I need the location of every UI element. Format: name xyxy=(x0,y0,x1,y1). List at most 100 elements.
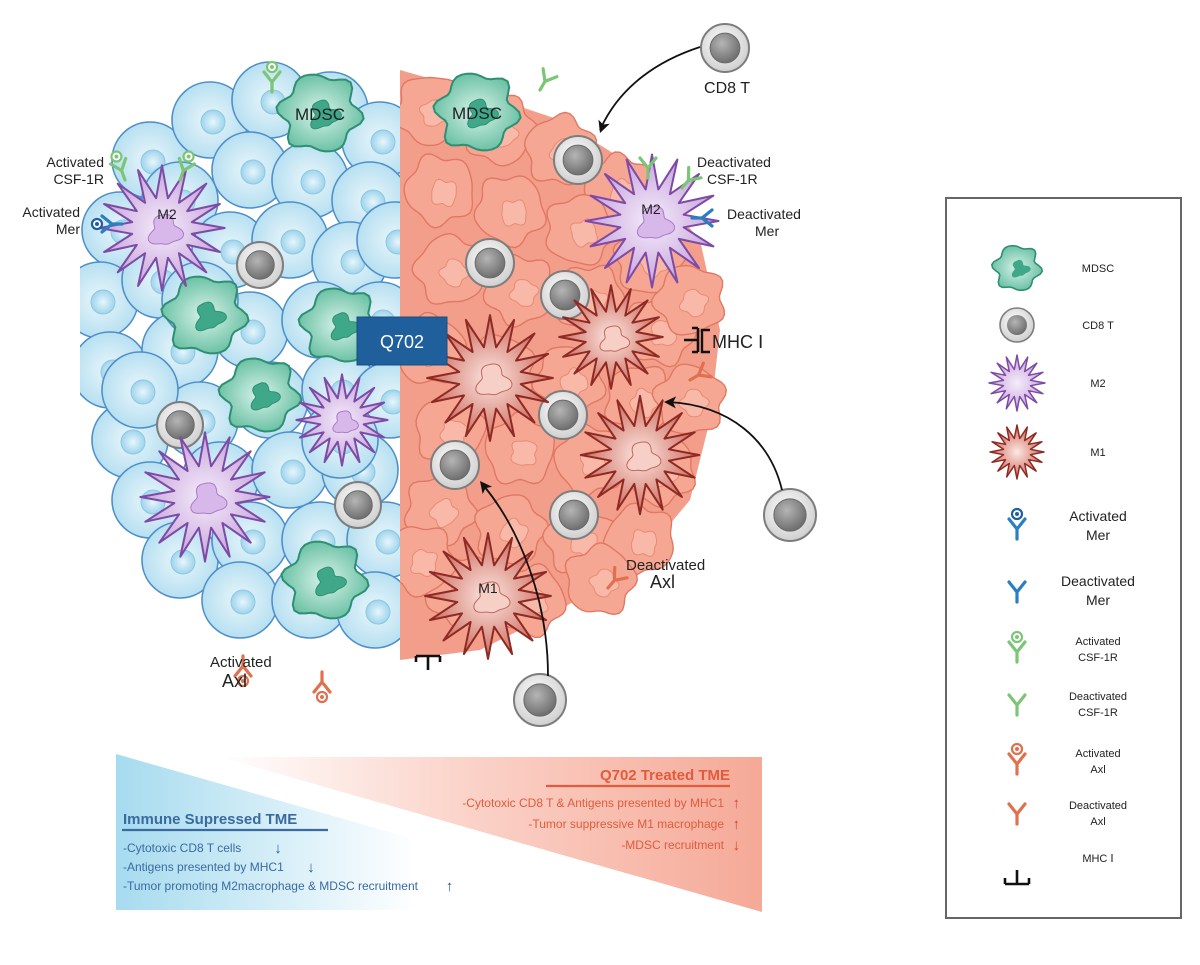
immune-suppressed-wedge xyxy=(116,754,663,910)
activated-axl-receptor xyxy=(312,670,332,704)
legend-label: M1 xyxy=(1090,447,1105,459)
tumor-cell-nucleus xyxy=(120,429,146,455)
deactivated-csf1r-annotation: CSF-1R xyxy=(707,171,758,187)
mhc-shape xyxy=(1003,870,1031,886)
mdsc-nucleus xyxy=(195,301,228,332)
m1-nucleus xyxy=(475,363,513,396)
m2-nucleus xyxy=(636,206,676,239)
tumor-cell-nucleus xyxy=(280,459,306,485)
legend-label: M2 xyxy=(1090,378,1105,390)
m1-label: M1 xyxy=(478,580,498,596)
ligand-core xyxy=(1015,512,1019,516)
activated-csf1r-annotation: Activated xyxy=(46,154,104,170)
legend-label: Activated xyxy=(1075,748,1120,760)
treated-item: -Cytotoxic CD8 T & Antigens presented by… xyxy=(462,796,724,810)
mhc-i-symbol xyxy=(1003,870,1031,886)
mdsc-cell xyxy=(280,540,370,620)
m2-macrophage xyxy=(98,164,226,292)
migration-arrows xyxy=(480,46,783,677)
legend-entry: M1 xyxy=(989,424,1106,480)
mhc-bracket xyxy=(700,328,710,354)
tumor-cell-nucleus xyxy=(370,129,396,155)
mdsc-cell xyxy=(160,275,250,355)
legend-entry: MHC Ⅰ xyxy=(1003,853,1114,886)
ligand-core xyxy=(1015,635,1019,639)
tumor-cell-nucleus xyxy=(375,529,400,555)
trend-arrow: ↑ xyxy=(733,816,741,833)
activated-mer-annotation: Activated xyxy=(22,204,80,220)
m2-label: M2 xyxy=(641,201,661,217)
treated-item: -MDSC recruitment xyxy=(621,838,724,852)
ligand-core xyxy=(1015,747,1019,751)
legend-label: Axl xyxy=(1090,816,1105,828)
mdsc-label: MDSC xyxy=(295,105,345,124)
activated-csf1r-receptor xyxy=(262,60,282,94)
m2-nucleus xyxy=(147,214,185,245)
migration-arrow xyxy=(667,401,783,491)
deactivated-csf1r-receptor xyxy=(538,67,559,92)
cd8-nucleus xyxy=(245,250,275,280)
mdsc-cell xyxy=(275,73,365,153)
cd8-t-cell xyxy=(763,488,817,542)
mdsc-nucleus xyxy=(330,312,361,341)
m2-label: M2 xyxy=(157,206,177,222)
cd8-nucleus xyxy=(558,499,590,531)
deactivated-axl-receptor xyxy=(606,565,629,590)
receptor-shape xyxy=(1007,752,1027,776)
mdsc-label: MDSC xyxy=(452,104,502,123)
legend-label: Axl xyxy=(1090,764,1105,776)
tumor-cell-nucleus xyxy=(230,589,256,615)
immune-suppressed-title: Immune Supressed TME xyxy=(123,811,297,828)
cd8-nucleus xyxy=(523,683,557,717)
ligand-core xyxy=(186,154,191,159)
cd8-nucleus xyxy=(474,247,506,279)
treated-wedge xyxy=(220,757,762,912)
cd8-t-cell xyxy=(465,238,515,288)
tumor-cell-nucleus xyxy=(428,497,460,529)
tumor-cell-nucleus xyxy=(200,109,226,135)
tumor-cell-nucleus xyxy=(90,289,116,315)
legend-label: Activated xyxy=(1069,508,1127,524)
m2-macrophage xyxy=(295,373,389,467)
legend-entry: CD8 T xyxy=(999,307,1114,343)
activated-csf1r-receptor xyxy=(177,150,196,182)
migration-arrow xyxy=(483,485,549,677)
deactivated-csf1r-receptor xyxy=(680,165,703,190)
cd8-t-cell xyxy=(513,673,567,727)
treated-title: Q702 Treated TME xyxy=(600,767,730,784)
tumor-cell-nucleus xyxy=(410,548,438,578)
m1-nucleus xyxy=(599,325,631,352)
receptor-shape xyxy=(680,165,703,190)
tumor-cell-nucleus xyxy=(630,529,658,557)
activated-axl-annotation: Activated xyxy=(210,654,272,671)
m1-macrophage xyxy=(426,314,554,442)
legend-label: CD8 T xyxy=(1082,320,1114,332)
tumor-cell-nucleus xyxy=(501,199,527,227)
cd8-icon-nucleus xyxy=(1007,315,1027,335)
deactivated-csf1r-receptor xyxy=(638,156,658,180)
tumor-cell-nucleus xyxy=(678,288,710,318)
mdsc-cell xyxy=(432,72,522,152)
q702-box xyxy=(356,316,448,366)
suppressed-item: -Antigens presented by MHC1 xyxy=(123,860,284,874)
cd8-t-cell xyxy=(334,481,382,529)
legend-label: CSF-1R xyxy=(1078,707,1118,719)
cd8-nucleus xyxy=(562,144,594,176)
cd8-t-cell xyxy=(236,241,284,289)
receptor-shape xyxy=(688,361,713,382)
ligand-core xyxy=(241,679,245,683)
mhc-shape xyxy=(684,326,700,354)
activated-mer-icon xyxy=(1007,507,1027,541)
cd8-nucleus xyxy=(549,279,581,311)
tumor-cell-nucleus xyxy=(240,319,266,345)
trend-arrow: ↓ xyxy=(307,859,315,876)
trend-arrow: ↓ xyxy=(274,840,282,857)
tumor-cell-nucleus xyxy=(508,279,540,307)
receptor-shape xyxy=(1007,693,1027,717)
tumor-cell-nucleus xyxy=(438,258,470,288)
